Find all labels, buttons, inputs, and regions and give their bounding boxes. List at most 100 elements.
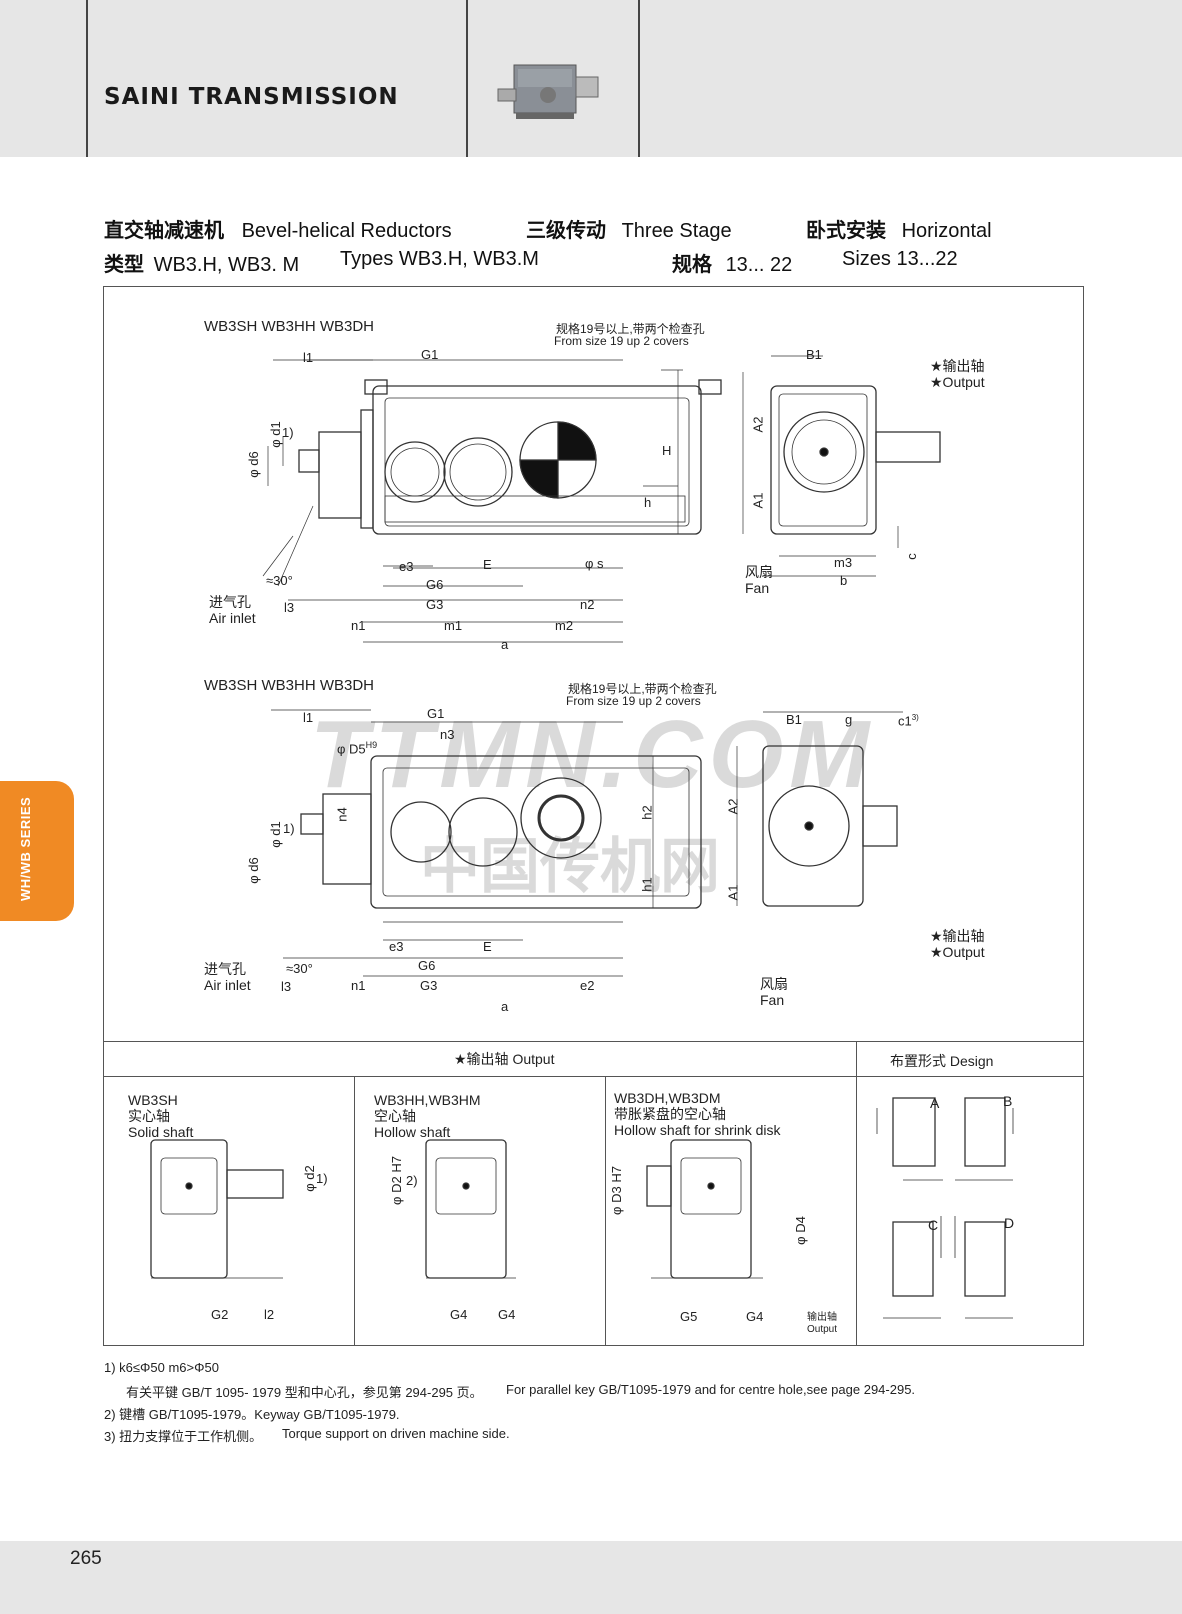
dim-A1: A1 (750, 492, 766, 509)
air-inlet-label: 进气孔 Air inlet (209, 594, 256, 626)
title-en-mount: Horizontal (901, 220, 992, 242)
dim-l3: l3 (284, 600, 295, 615)
title-cn-stage: 三级传动 (526, 220, 606, 242)
output-en: ★Output (930, 944, 985, 961)
dim-phi-D2: φ D2 H7 (388, 1156, 404, 1205)
dim-phi-D5-text: φ D5 (337, 741, 366, 757)
drawing1-cover-note-en: From size 19 up 2 covers (554, 334, 689, 348)
design-D-label: D (1004, 1215, 1015, 1231)
shrink-cn: 带胀紧盘的空心轴 (614, 1106, 726, 1123)
design-B-label: B (1003, 1093, 1013, 1109)
angle-30: ≈30° (266, 573, 293, 588)
dim-E: E (483, 939, 492, 954)
dim-G3: G3 (426, 597, 444, 612)
air-inlet-en: Air inlet (204, 977, 251, 994)
frame-divider (605, 1076, 606, 1345)
fan-cn: 风扇 (760, 976, 788, 992)
dim-e3: e3 (399, 559, 414, 574)
header-divider (86, 0, 88, 157)
frame-divider (856, 1041, 857, 1345)
dim-c1-text: c1 (898, 713, 912, 729)
dim-m1: m1 (444, 618, 463, 633)
shrink-disk-caption: WB3DH,WB3DM 带胀紧盘的空心轴 Hollow shaft for sh… (614, 1090, 781, 1138)
shrink-output-label: 输出轴 Output (807, 1312, 837, 1335)
dim-h2: h2 (639, 805, 655, 820)
dim-A2: A2 (750, 416, 766, 433)
dim-d2-note: 1) (316, 1171, 328, 1186)
title-en-type: Bevel-helical Reductors (241, 220, 452, 242)
footer-band (0, 1541, 1182, 1614)
solid-model: WB3SH (128, 1092, 178, 1108)
dim-c1-note: 3) (911, 713, 919, 722)
dim-n1: n1 (351, 978, 366, 993)
dim-phi-D4: φ D4 (792, 1216, 808, 1245)
dim-b: b (840, 573, 848, 588)
dim-G4: G4 (746, 1309, 764, 1324)
hollow-model: WB3HH,WB3HM (374, 1092, 481, 1108)
note-1a: 1) k6≤Φ50 m6>Φ50 (104, 1360, 219, 1375)
fan-label: 风扇 Fan (760, 976, 788, 1008)
dim-phi-D5: φ D5H9 (337, 740, 378, 757)
dim-G2: G2 (211, 1307, 229, 1322)
title-stage: 三级传动 Three Stage (526, 214, 732, 243)
dim-G1: G1 (421, 347, 439, 362)
title-line-1: 直交轴减速机 Bevel-helical Reductors (104, 214, 452, 243)
design-A-label: A (930, 1095, 940, 1111)
drawing1-cover-note-cn: 规格19号以上,带两个检查孔 (556, 322, 705, 336)
air-inlet-en: Air inlet (209, 610, 256, 627)
dim-c1: c13) (898, 713, 919, 729)
shrink-en: Hollow shaft for shrink disk (614, 1122, 781, 1139)
shrink-output-en: Output (807, 1323, 838, 1335)
dim-A1: A1 (725, 884, 741, 901)
dim-G5: G5 (680, 1309, 698, 1324)
air-inlet-cn: 进气孔 (204, 961, 246, 977)
hollow-cn: 空心轴 (374, 1108, 416, 1125)
note-1b: 有关平键 GB/T 1095- 1979 型和中心孔，参见第 294-295 页… (126, 1385, 483, 1400)
dim-h1: h1 (639, 877, 655, 892)
hollow-shaft-caption: WB3HH,WB3HM 空心轴 Hollow shaft (374, 1092, 481, 1140)
dim-d1-note: 1) (282, 425, 294, 440)
note-3b: Torque support on driven machine side. (282, 1426, 510, 1441)
solid-cn: 实心轴 (128, 1108, 170, 1125)
title-types-values: WB3.H, WB3. M (153, 254, 300, 276)
output-cn: ★输出轴 (930, 928, 985, 944)
dim-E: E (483, 557, 492, 572)
dim-G1: G1 (427, 706, 445, 721)
drawing2-cover-note-en: From size 19 up 2 covers (566, 694, 701, 708)
watermark: 中国传机网 (420, 833, 720, 900)
dim-phi-s: φ s (585, 556, 604, 571)
dim-G6: G6 (418, 958, 436, 973)
fan-en: Fan (745, 580, 770, 597)
dim-phi-d6: φ d6 (245, 451, 261, 478)
air-inlet-cn: 进气孔 (209, 594, 251, 610)
title-cn-mount: 卧式安装 (806, 220, 886, 242)
output-en: ★Output (930, 374, 985, 391)
note-3a: 3) 扭力支撑位于工作机侧。 (104, 1429, 263, 1444)
note-2: 2) 键槽 GB/T1095-1979。Keyway GB/T1095-1979… (104, 1407, 400, 1422)
note-1c: For parallel key GB/T1095-1979 and for c… (506, 1382, 916, 1397)
dim-phi-d2: φ d2 (301, 1165, 317, 1192)
title-line-2: 类型 WB3.H, WB3. M (104, 248, 299, 277)
dim-h: h (644, 495, 652, 510)
title-sizes-en: Sizes 13...22 (842, 248, 958, 270)
drawing2-model-label: WB3SH WB3HH WB3DH (204, 677, 375, 694)
title-en-stage: Three Stage (621, 220, 732, 242)
dim-l2: l2 (264, 1307, 275, 1322)
dim-D5-tolerance: H9 (365, 740, 378, 750)
dim-l3: l3 (281, 979, 292, 994)
dim-a: a (501, 637, 509, 652)
title-sizes: 规格 13... 22 (672, 248, 792, 277)
series-side-tab: WH/WB SERIES (0, 781, 74, 921)
frame-divider (104, 1076, 1083, 1077)
title-sizes-values: 13... 22 (725, 254, 793, 276)
dim-l1: l1 (303, 350, 314, 365)
dim-G4: G4 (498, 1307, 516, 1322)
dim-n4: n4 (334, 807, 350, 822)
title-cn-type: 直交轴减速机 (104, 220, 224, 242)
dim-m3: m3 (834, 555, 853, 570)
dim-m2: m2 (555, 618, 574, 633)
dim-l1: l1 (303, 710, 314, 725)
dim-a: a (501, 999, 509, 1014)
dim-G3: G3 (420, 978, 438, 993)
header-divider (638, 0, 640, 157)
